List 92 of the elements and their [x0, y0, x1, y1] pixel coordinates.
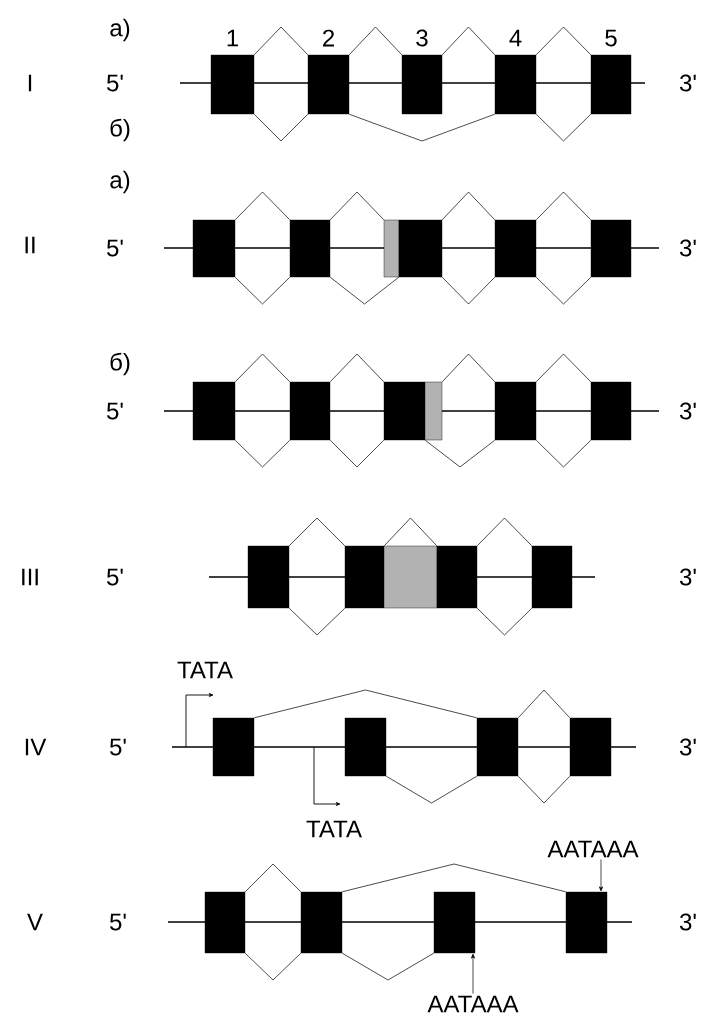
row-label: а): [110, 170, 130, 194]
exon-box: [494, 219, 537, 278]
exon-box: [192, 219, 236, 278]
splice-line: [517, 689, 571, 719]
splice-line: [424, 439, 496, 468]
row-label: III: [22, 568, 38, 586]
row-label: 3': [679, 738, 696, 756]
splice-line: [253, 26, 309, 56]
exon-box: [383, 545, 438, 609]
row-label: 5': [107, 74, 123, 92]
exon-box: [398, 219, 443, 278]
exon-box: [289, 219, 331, 278]
signal-label: AATAAA: [547, 840, 639, 858]
splice-line: [441, 353, 496, 383]
row-label: 3': [679, 568, 696, 586]
exon-box: [476, 717, 519, 777]
splice-line: [329, 276, 400, 305]
row-label: 5': [107, 402, 123, 420]
exon-box: [383, 381, 426, 441]
splice-line: [341, 952, 435, 981]
splice-line: [234, 191, 291, 221]
exon-box: [436, 545, 478, 609]
exon-box: [531, 545, 573, 609]
splice-line: [441, 26, 496, 56]
exon-box: [247, 545, 290, 609]
splice-line: [253, 113, 309, 142]
splice-line: [288, 517, 346, 547]
exon-box: [590, 219, 632, 278]
splice-line: [535, 113, 592, 142]
row-label: I: [28, 74, 32, 92]
exon-number: 2: [323, 29, 334, 47]
row-label: TATA: [306, 820, 362, 838]
exon-box: [433, 891, 476, 954]
splice-line: [383, 517, 438, 547]
splice-line: [385, 775, 478, 804]
row-label: IV: [25, 738, 47, 756]
exon-number: 1: [227, 29, 238, 47]
splice-line: [329, 439, 385, 468]
splice-line: [535, 276, 592, 305]
splice-line: [441, 191, 496, 221]
splice-line: [535, 26, 592, 56]
row-label: 5': [110, 738, 126, 756]
splice-line: [329, 353, 385, 383]
signal-label: AATAAA: [427, 995, 519, 1013]
exon-box: [192, 381, 236, 441]
splice-line: [253, 689, 478, 719]
exon-box: [494, 381, 537, 441]
exon-box: [344, 545, 385, 609]
splice-line: [329, 191, 385, 221]
row-label: 3': [679, 913, 696, 931]
row-label: а): [110, 18, 130, 42]
exon-box: [565, 891, 608, 954]
splice-line: [535, 191, 592, 221]
exon-box: [204, 891, 246, 954]
row-label: TATA: [177, 661, 233, 679]
leader-arrow: [470, 953, 476, 994]
exon-box: [289, 381, 331, 441]
splice-line: [535, 439, 592, 468]
splice-line: [441, 276, 496, 305]
exon-box: [424, 381, 443, 441]
splice-line: [517, 775, 571, 804]
row-label: 5': [110, 913, 126, 931]
exon-number: 4: [509, 29, 522, 47]
splice-line: [244, 863, 302, 893]
exon-box: [212, 717, 255, 777]
row-label: 5': [107, 239, 123, 257]
row-label: б): [110, 118, 130, 142]
splice-line: [476, 517, 533, 547]
row-label: 3': [679, 402, 696, 420]
exon-box: [590, 381, 632, 441]
splice-line: [244, 952, 302, 981]
exon-box: [569, 717, 612, 777]
exon-number: 5: [605, 29, 617, 47]
splice-line: [234, 276, 291, 305]
row-label: б): [110, 352, 130, 376]
splice-line: [234, 439, 291, 468]
splice-line: [348, 26, 403, 56]
splice-line: [234, 353, 291, 383]
splice-line: [535, 353, 592, 383]
row-label: V: [27, 913, 43, 931]
exon-number: 3: [416, 29, 428, 47]
splice-line: [341, 863, 567, 893]
leader-arrow: [598, 859, 604, 892]
row-label: 5': [107, 568, 123, 586]
exon-box: [300, 891, 343, 954]
row-label: 3': [679, 74, 696, 92]
splice-line: [476, 607, 533, 636]
splice-line: [288, 607, 346, 636]
exon-box: [344, 717, 387, 777]
row-label: 3': [679, 239, 696, 257]
splice-line: [348, 113, 496, 142]
row-label: II: [25, 236, 35, 254]
